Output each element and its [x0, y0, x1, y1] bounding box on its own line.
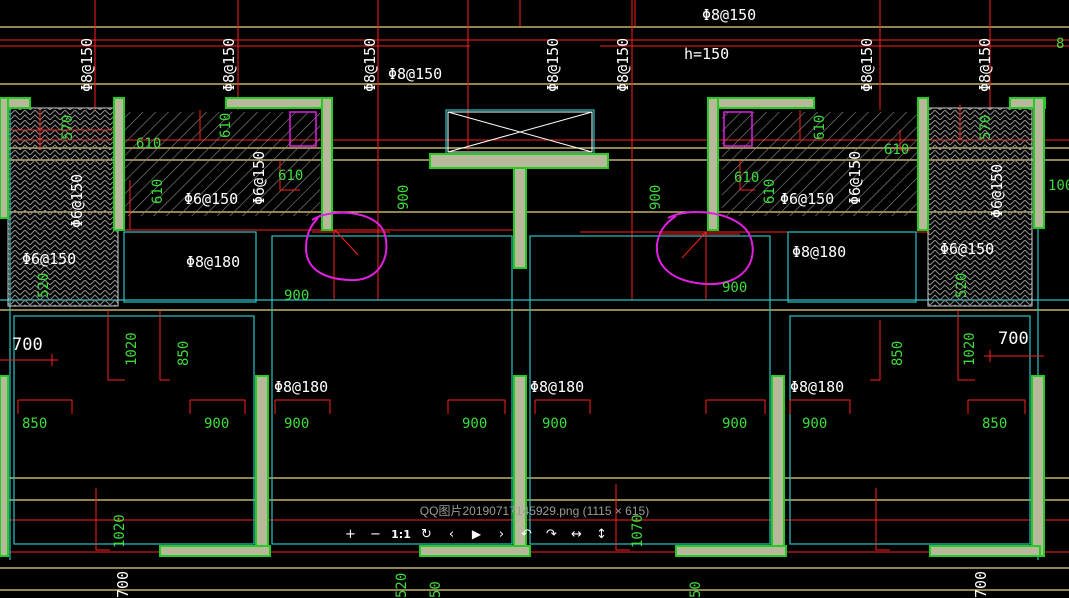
rotate-right-icon[interactable]: ↷ — [546, 526, 557, 542]
dimension-label: 610 — [218, 113, 234, 138]
image-filename-caption: QQ图片20190717145929.png (1115 × 615) — [419, 504, 650, 518]
dimension-label: 520 — [394, 573, 410, 598]
dimension-label: 50 — [688, 581, 704, 598]
rebar-label: Φ6@150 — [68, 174, 86, 228]
rebar-label: Φ6@150 — [846, 151, 864, 205]
next-image-button[interactable]: › — [498, 526, 505, 542]
markup-crosshairs — [312, 229, 740, 300]
corner-marks — [289, 111, 753, 147]
actual-size-button[interactable]: 1:1 — [391, 527, 411, 541]
dimension-label: 700 — [12, 335, 43, 355]
flip-horizontal-icon[interactable]: ↔ — [571, 526, 582, 542]
cad-labels: Φ8@150 Φ8@150 h=150 Φ8@150 Φ8@150 Φ8@150… — [22, 6, 1006, 396]
void-cross — [447, 111, 593, 153]
dimension-label: 570 — [978, 115, 994, 140]
rotate-left-icon[interactable]: ↶ — [521, 526, 532, 542]
rebar-label: Φ8@180 — [530, 378, 584, 396]
dimension-label: 8 — [1056, 36, 1064, 52]
dimension-label: 610 — [812, 115, 828, 140]
zoom-out-button[interactable]: − — [370, 526, 381, 542]
rebar-label: Φ8@150 — [388, 65, 442, 83]
dimension-label: 610 — [734, 170, 759, 186]
dimension-label: 900 — [802, 416, 827, 432]
dimension-label: 610 — [278, 168, 303, 184]
rebar-label: Φ6@150 — [988, 164, 1006, 218]
rebar-label: Φ6@150 — [940, 240, 994, 258]
dimension-label: 850 — [982, 416, 1007, 432]
dimension-label: 50 — [428, 581, 444, 598]
dimension-label: 100 — [1048, 178, 1069, 194]
flip-vertical-icon[interactable]: ↕ — [596, 526, 607, 542]
dimension-label: 610 — [884, 142, 909, 158]
dimension-label: 700 — [972, 571, 990, 598]
rebar-label: Φ8@150 — [361, 38, 379, 92]
rebar-label: Φ8@150 — [220, 38, 238, 92]
dimension-label: 900 — [648, 185, 664, 210]
dimension-label: 900 — [722, 280, 747, 296]
dimension-label: 610 — [762, 179, 778, 204]
dimension-label: 850 — [890, 341, 906, 366]
rebar-label: Φ6@150 — [780, 190, 834, 208]
slab-thickness-label: h=150 — [684, 45, 729, 63]
dimension-label: 900 — [204, 416, 229, 432]
zoom-in-button[interactable]: + — [345, 526, 356, 542]
rebar-label: Φ8@150 — [614, 38, 632, 92]
dimension-label: 610 — [136, 136, 161, 152]
rebar-label: Φ6@150 — [184, 190, 238, 208]
rebar-label: Φ6@150 — [250, 151, 268, 205]
dimension-label: 520 — [954, 273, 970, 298]
dimension-label: 900 — [396, 185, 412, 210]
markup-circles — [304, 211, 754, 286]
walls — [0, 97, 1046, 557]
dimension-label: 1020 — [112, 514, 128, 548]
white-dimension-labels: 700 700 700 700 — [12, 329, 1029, 598]
dimension-label: 900 — [542, 416, 567, 432]
slab-edges — [0, 100, 1069, 560]
dimension-label: 850 — [176, 341, 192, 366]
dimension-label: 610 — [150, 179, 166, 204]
dimension-label: 700 — [998, 329, 1029, 349]
rebar-label: Φ8@150 — [544, 38, 562, 92]
dimension-label: 900 — [462, 416, 487, 432]
rebar-label: Φ8@180 — [792, 243, 846, 261]
rebar-label: Φ8@150 — [78, 38, 96, 92]
rebar-label: Φ8@180 — [186, 253, 240, 271]
dimension-label: 1070 — [630, 514, 646, 548]
dimension-label: 1020 — [962, 332, 978, 366]
dimension-label: 700 — [114, 571, 132, 598]
refresh-icon[interactable]: ↻ — [421, 526, 432, 542]
dimension-label: 900 — [284, 416, 309, 432]
rebar-label: Φ8@180 — [274, 378, 328, 396]
previous-image-button[interactable]: ‹ — [448, 526, 455, 542]
hatched-zones — [7, 107, 1033, 307]
rebar-label: Φ6@150 — [22, 250, 76, 268]
dimension-label: 1020 — [124, 332, 140, 366]
dimension-label: 900 — [722, 416, 747, 432]
rebar-label: Φ8@150 — [976, 38, 994, 92]
dimension-label: 900 — [284, 288, 309, 304]
rebar-label: Φ8@150 — [702, 6, 756, 24]
rebar-label: Φ8@180 — [790, 378, 844, 396]
rebar-label: Φ8@150 — [858, 38, 876, 92]
viewer-toolbar: + − 1:1 ↻ ‹ ▶ › ↶ ↷ ↔ ↕ — [338, 522, 614, 546]
dimension-label: 570 — [60, 115, 76, 140]
dimension-label: 850 — [22, 416, 47, 432]
dimension-leaders — [0, 105, 1044, 551]
slideshow-play-button[interactable]: ▶ — [471, 527, 482, 541]
dimension-labels: 610 610 610 610 610 610 610 610 570 570 … — [22, 36, 1069, 598]
axis-lines — [0, 0, 1069, 553]
dimension-label: 520 — [36, 273, 52, 298]
